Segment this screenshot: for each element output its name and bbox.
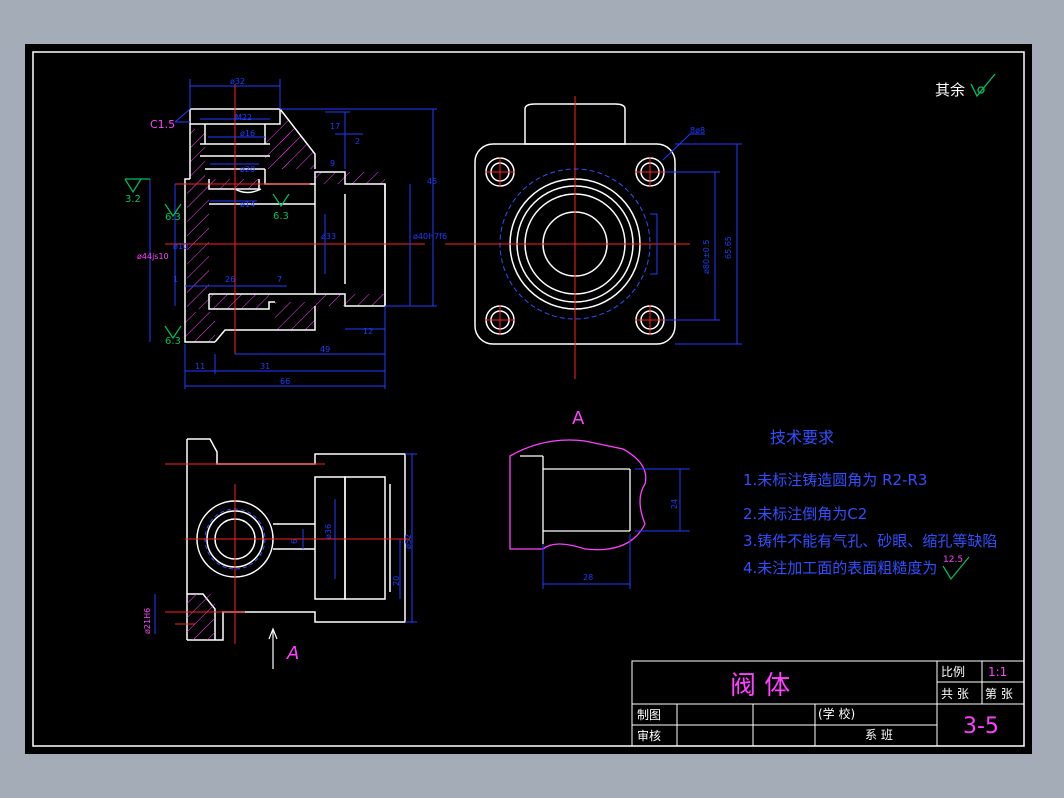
roughness-63b: 6.3 — [273, 211, 289, 222]
dim-d40: ø40H7f6 — [413, 232, 447, 241]
drawing-sheet: ø32 M22 ø16 ø20 ø14 17 2 9 45 ø33 ø40H7f… — [25, 44, 1032, 754]
front-section-view — [124, 79, 437, 389]
dim-d80: ø80±0.5 — [702, 240, 711, 275]
scale-label: 比例 — [941, 665, 965, 679]
tech-roughness-value: 12.5 — [943, 555, 963, 565]
dim-20: 20 — [392, 576, 401, 586]
dim-28: 28 — [583, 573, 593, 582]
dim-1: 1 — [173, 275, 178, 284]
dim-d44: ø44js10 — [137, 252, 169, 261]
dim-7: 7 — [277, 275, 282, 284]
cad-drawing: ø32 M22 ø16 ø20 ø14 17 2 9 45 ø33 ø40H7f… — [32, 51, 1025, 747]
checked-by-label: 审核 — [637, 728, 661, 743]
section-a-label: A — [572, 408, 585, 429]
dim-d16: ø16 — [240, 129, 255, 138]
tech-item-4: 4.未注加工面的表面粗糙度为 — [743, 559, 937, 577]
inner-frame — [32, 51, 1025, 747]
view-arrow-label: A — [286, 643, 299, 664]
dim-9: 9 — [330, 159, 335, 168]
dim-d33: ø33 — [321, 232, 336, 241]
section-a: A 24 28 — [509, 408, 690, 589]
dim-17: 17 — [330, 122, 340, 131]
dim-d14: ø14 — [240, 200, 255, 209]
top-view — [445, 96, 742, 379]
dim-d21: ø21H6 — [143, 608, 152, 634]
dim-31: 31 — [260, 362, 270, 371]
dim-d32: ø32 — [230, 77, 245, 86]
tech-item-3: 3.铸件不能有气孔、砂眼、缩孔等缺陷 — [743, 532, 997, 550]
drawn-by-label: 制图 — [637, 708, 661, 722]
side-view — [154, 438, 417, 669]
dim-holes: 8ø8 — [690, 126, 705, 135]
technical-requirements: 技术要求 1.未标注铸造圆角为 R2-R3 2.未标注倒角为C2 3.铸件不能有… — [743, 428, 997, 581]
dim-2: 2 — [355, 137, 360, 146]
roughness-63a: 6.3 — [165, 212, 181, 223]
title-block — [631, 660, 1025, 747]
dim-65-65: 65.65 — [724, 236, 733, 259]
roughness-note-label: 其余 — [935, 81, 965, 99]
dim-49: 49 — [320, 345, 330, 354]
part-name: 阀 体 — [730, 671, 790, 701]
roughness-32: 3.2 — [125, 194, 141, 205]
tech-item-2: 2.未标注倒角为C2 — [743, 505, 867, 523]
dim-12: 12 — [363, 327, 373, 336]
dim-45: 45 — [427, 177, 437, 186]
school-label: (学 校) — [818, 706, 855, 721]
roughness-note: 其余 — [935, 73, 996, 99]
dim-66: 66 — [280, 377, 290, 386]
dim-11: 11 — [195, 362, 205, 371]
dim-24: 24 — [670, 499, 679, 509]
scale-value: 1:1 — [988, 665, 1007, 679]
dim-d52: ø52 — [404, 534, 413, 549]
dim-d10: ø10 — [173, 242, 188, 251]
dim-d20: ø20 — [240, 165, 255, 174]
tech-title: 技术要求 — [770, 428, 834, 447]
tech-item-1: 1.未标注铸造圆角为 R2-R3 — [743, 471, 927, 489]
chamfer-label: C1.5 — [150, 118, 175, 131]
roughness-check-icon — [970, 73, 996, 98]
dept-label: 系 班 — [865, 728, 893, 742]
dim-d36: ø36 — [324, 524, 333, 539]
total-sheets: 共 张 — [941, 687, 969, 701]
dim-26: 26 — [225, 275, 235, 284]
dim-m22: M22 — [235, 113, 252, 122]
roughness-63c: 6.3 — [165, 336, 181, 347]
drawing-number: 3-5 — [963, 714, 999, 739]
dim-6: 6 — [290, 539, 299, 544]
sheet-number: 第 张 — [985, 687, 1013, 701]
